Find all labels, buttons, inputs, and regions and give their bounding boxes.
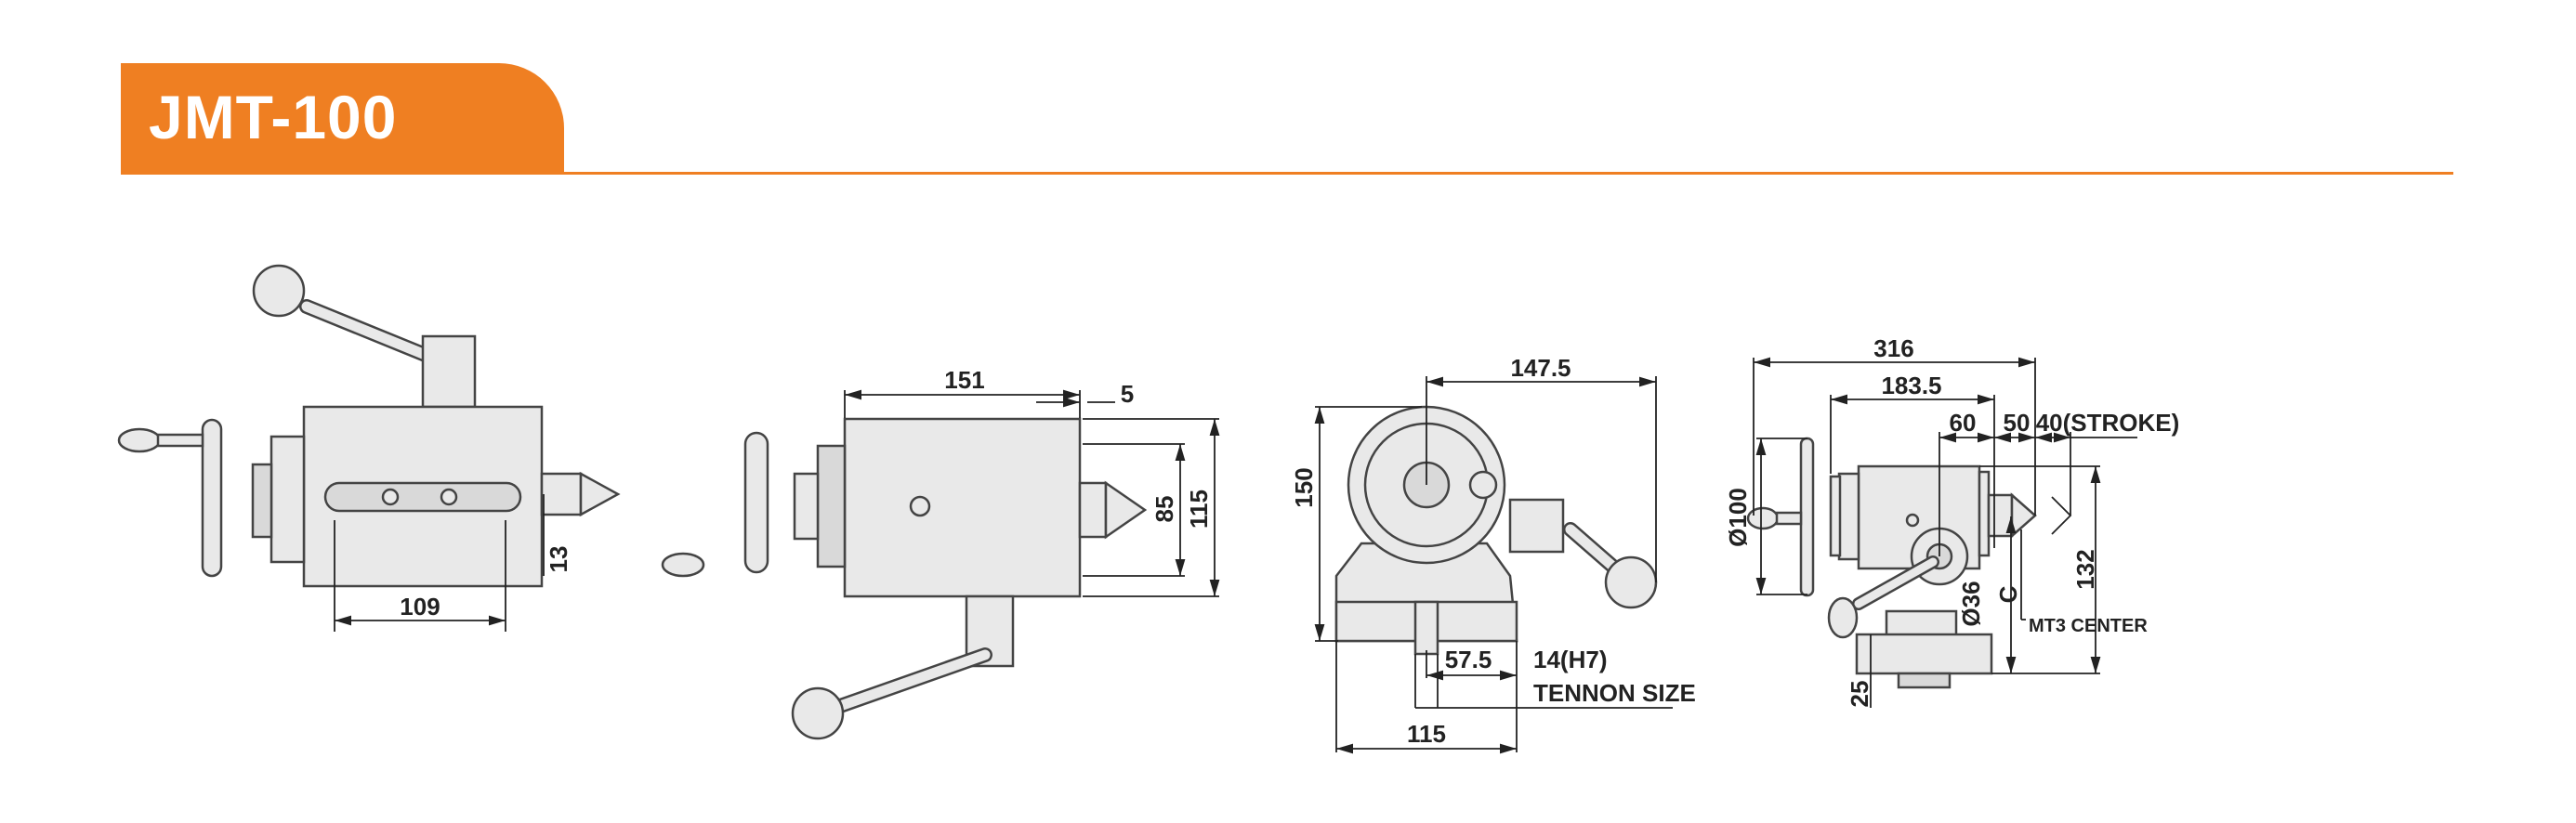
dim-5: 5: [1121, 380, 1134, 408]
dim-tennon: 14(H7): [1533, 646, 1607, 673]
elevation-view: 316 183.5 60 50 40(STROKE) Ø100 Ø36 C MT…: [1724, 334, 2179, 708]
page-title: JMT-100: [149, 83, 398, 151]
dim-stroke: 40(STROKE): [2036, 409, 2180, 437]
dim-316: 316: [1873, 334, 1913, 362]
lever-ball: [252, 264, 306, 318]
dim-85: 85: [1150, 496, 1178, 523]
side-body: [843, 417, 1082, 598]
dim-115-side: 115: [1185, 490, 1213, 529]
dim-151: 151: [944, 366, 984, 394]
mt3-center-label: MT3 CENTER: [2029, 616, 2148, 636]
side-handwheel: [743, 431, 769, 574]
dim-147-5: 147.5: [1510, 354, 1571, 382]
handwheel: [201, 418, 223, 578]
dim-115-front: 115: [1407, 720, 1446, 748]
dim-wheel-dia: Ø100: [1724, 488, 1752, 547]
dim-60: 60: [1950, 409, 1977, 437]
dim-57-5: 57.5: [1445, 646, 1492, 673]
front-view: 147.5 150 57.5 14(H7) TENNON SIZE 115: [1290, 354, 1696, 754]
dim-132: 132: [2071, 549, 2099, 589]
side-view: 151 5 85 115: [661, 366, 1220, 740]
dim-quill-dia: Ø36: [1957, 581, 1985, 626]
tennon-size-label: TENNON SIZE: [1533, 679, 1696, 707]
dim-13: 13: [545, 546, 572, 573]
dim-109: 109: [400, 593, 440, 621]
dim-25: 25: [1846, 681, 1873, 708]
header-rule: [564, 172, 2453, 175]
dim-150: 150: [1290, 467, 1318, 507]
dim-c: C: [1994, 585, 2022, 603]
top-view: 109 13: [117, 264, 621, 632]
dim-183-5: 183.5: [1881, 372, 1941, 399]
header-tab: [121, 63, 564, 175]
base-block: [1855, 633, 1993, 675]
elevation-handwheel: [1799, 437, 1815, 597]
dim-50: 50: [2004, 409, 2031, 437]
